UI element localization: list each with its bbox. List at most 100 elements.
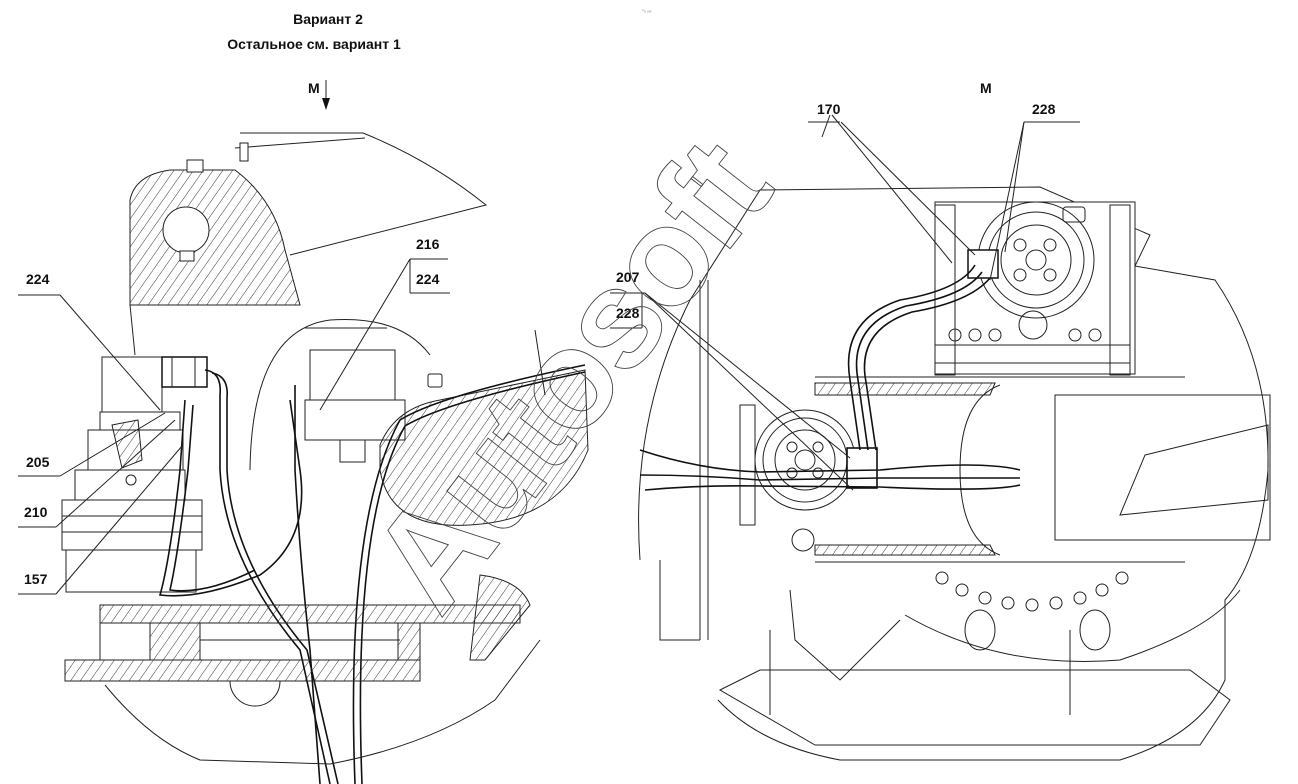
hatched-flange xyxy=(99,604,521,624)
top-fitting xyxy=(186,159,204,173)
bracket-tab xyxy=(1062,206,1086,223)
bolt xyxy=(1043,268,1057,282)
yoke-plate xyxy=(1054,394,1271,541)
nut xyxy=(935,571,949,585)
hose-horizontal xyxy=(644,484,1021,491)
bolt xyxy=(812,467,824,479)
leader-line xyxy=(55,419,176,528)
top-fitting-2 xyxy=(239,142,249,162)
callout-205: 205 xyxy=(18,412,166,477)
nut xyxy=(988,328,1002,342)
upper-cover-outline xyxy=(240,132,488,256)
nut xyxy=(1095,583,1109,597)
nut xyxy=(1073,591,1087,605)
hatched-corner xyxy=(469,574,531,661)
outer-housing xyxy=(638,186,1269,761)
hatched-block xyxy=(397,622,421,661)
hose-vertical xyxy=(847,264,976,451)
hydraulic-motor-body xyxy=(101,356,163,413)
lower-bracket xyxy=(739,404,756,526)
lightening-hole xyxy=(1079,609,1111,651)
nut-row-upper xyxy=(948,328,1102,342)
callout-label: 157 xyxy=(24,571,48,587)
housing-left-edge xyxy=(659,560,700,641)
lower-motor-face xyxy=(774,429,836,491)
callout-label: 216 xyxy=(416,236,440,252)
square-tube xyxy=(427,373,443,388)
bolt xyxy=(786,467,798,479)
sweep-hose xyxy=(352,364,586,784)
hydraulic-hose-loop xyxy=(158,399,303,597)
housing-arc-small xyxy=(229,680,281,707)
yoke-arc xyxy=(959,384,1001,556)
lightening-hole xyxy=(964,609,996,651)
lower-motor-shaft xyxy=(794,449,816,471)
lower-fitting-block xyxy=(846,447,878,489)
sweep-rod xyxy=(534,329,546,396)
watermark-text: Autosoft xyxy=(340,112,800,639)
leader-line xyxy=(1004,121,1025,253)
callout-label: 207 xyxy=(616,269,640,285)
callout-207: 207 xyxy=(610,269,851,459)
hatched-rail-top xyxy=(814,382,996,396)
leader-line xyxy=(989,121,1025,281)
turntable-arc xyxy=(904,589,1241,662)
leader-line xyxy=(831,114,953,264)
bolt xyxy=(1013,268,1027,282)
callout-label: 228 xyxy=(616,305,640,321)
bolt xyxy=(786,441,798,453)
nut xyxy=(968,328,982,342)
base-skid xyxy=(718,669,1231,746)
nut xyxy=(1068,328,1082,342)
nut xyxy=(1088,328,1102,342)
boom-arm xyxy=(1119,424,1269,516)
skid-outline xyxy=(789,589,901,681)
housing-arc xyxy=(104,639,541,765)
leader-line xyxy=(55,445,183,595)
leader-line xyxy=(821,114,831,138)
hatched-sweep-arm xyxy=(379,369,589,526)
bolt xyxy=(812,441,824,453)
view-marker-label: M xyxy=(308,80,320,96)
callout-224-left: 224 xyxy=(18,271,161,411)
mount-post xyxy=(934,204,956,376)
nut xyxy=(1025,598,1039,612)
callout-170: 170 xyxy=(808,101,976,264)
callout-224-right-label: 224 xyxy=(416,271,440,287)
nut xyxy=(1049,596,1063,610)
hydraulic-hose-loop xyxy=(169,404,256,592)
detail-motor xyxy=(309,349,396,401)
detail-filter xyxy=(339,439,366,463)
leader-line xyxy=(840,121,976,256)
mount-post xyxy=(1109,204,1131,376)
left-view-section: 224 205 210 157 216 224 xyxy=(18,132,589,784)
view-direction-marker: M xyxy=(308,80,330,110)
bolt xyxy=(1043,238,1057,252)
variant-title: Вариант 2 xyxy=(293,11,363,27)
callout-210: 210 xyxy=(18,419,176,528)
view-marker-label-right: M xyxy=(980,80,992,96)
hatched-rail-bottom xyxy=(814,544,996,556)
lower-motor-ring xyxy=(762,417,848,503)
hatched-arm-section xyxy=(129,169,301,306)
callout-label: 205 xyxy=(26,454,50,470)
lug-eye xyxy=(125,474,137,486)
nut xyxy=(978,591,992,605)
upper-motor-shaft xyxy=(1025,249,1047,271)
hatched-block xyxy=(149,622,201,661)
nut xyxy=(1115,571,1129,585)
callout-label: 228 xyxy=(1032,101,1056,117)
frame-line xyxy=(129,304,136,356)
leader-line xyxy=(319,258,411,411)
callout-157: 157 xyxy=(18,445,183,595)
mount-bar xyxy=(934,344,1131,364)
tiny-mark: ᵐₐ ₛₑₑ xyxy=(642,8,652,13)
nut xyxy=(948,328,962,342)
hydraulic-hose xyxy=(294,385,321,784)
leader-line xyxy=(59,294,161,411)
keyway xyxy=(179,250,195,262)
nut xyxy=(1001,596,1015,610)
upper-motor-mount xyxy=(934,201,1136,375)
callout-228-top: 228 xyxy=(989,101,1080,281)
